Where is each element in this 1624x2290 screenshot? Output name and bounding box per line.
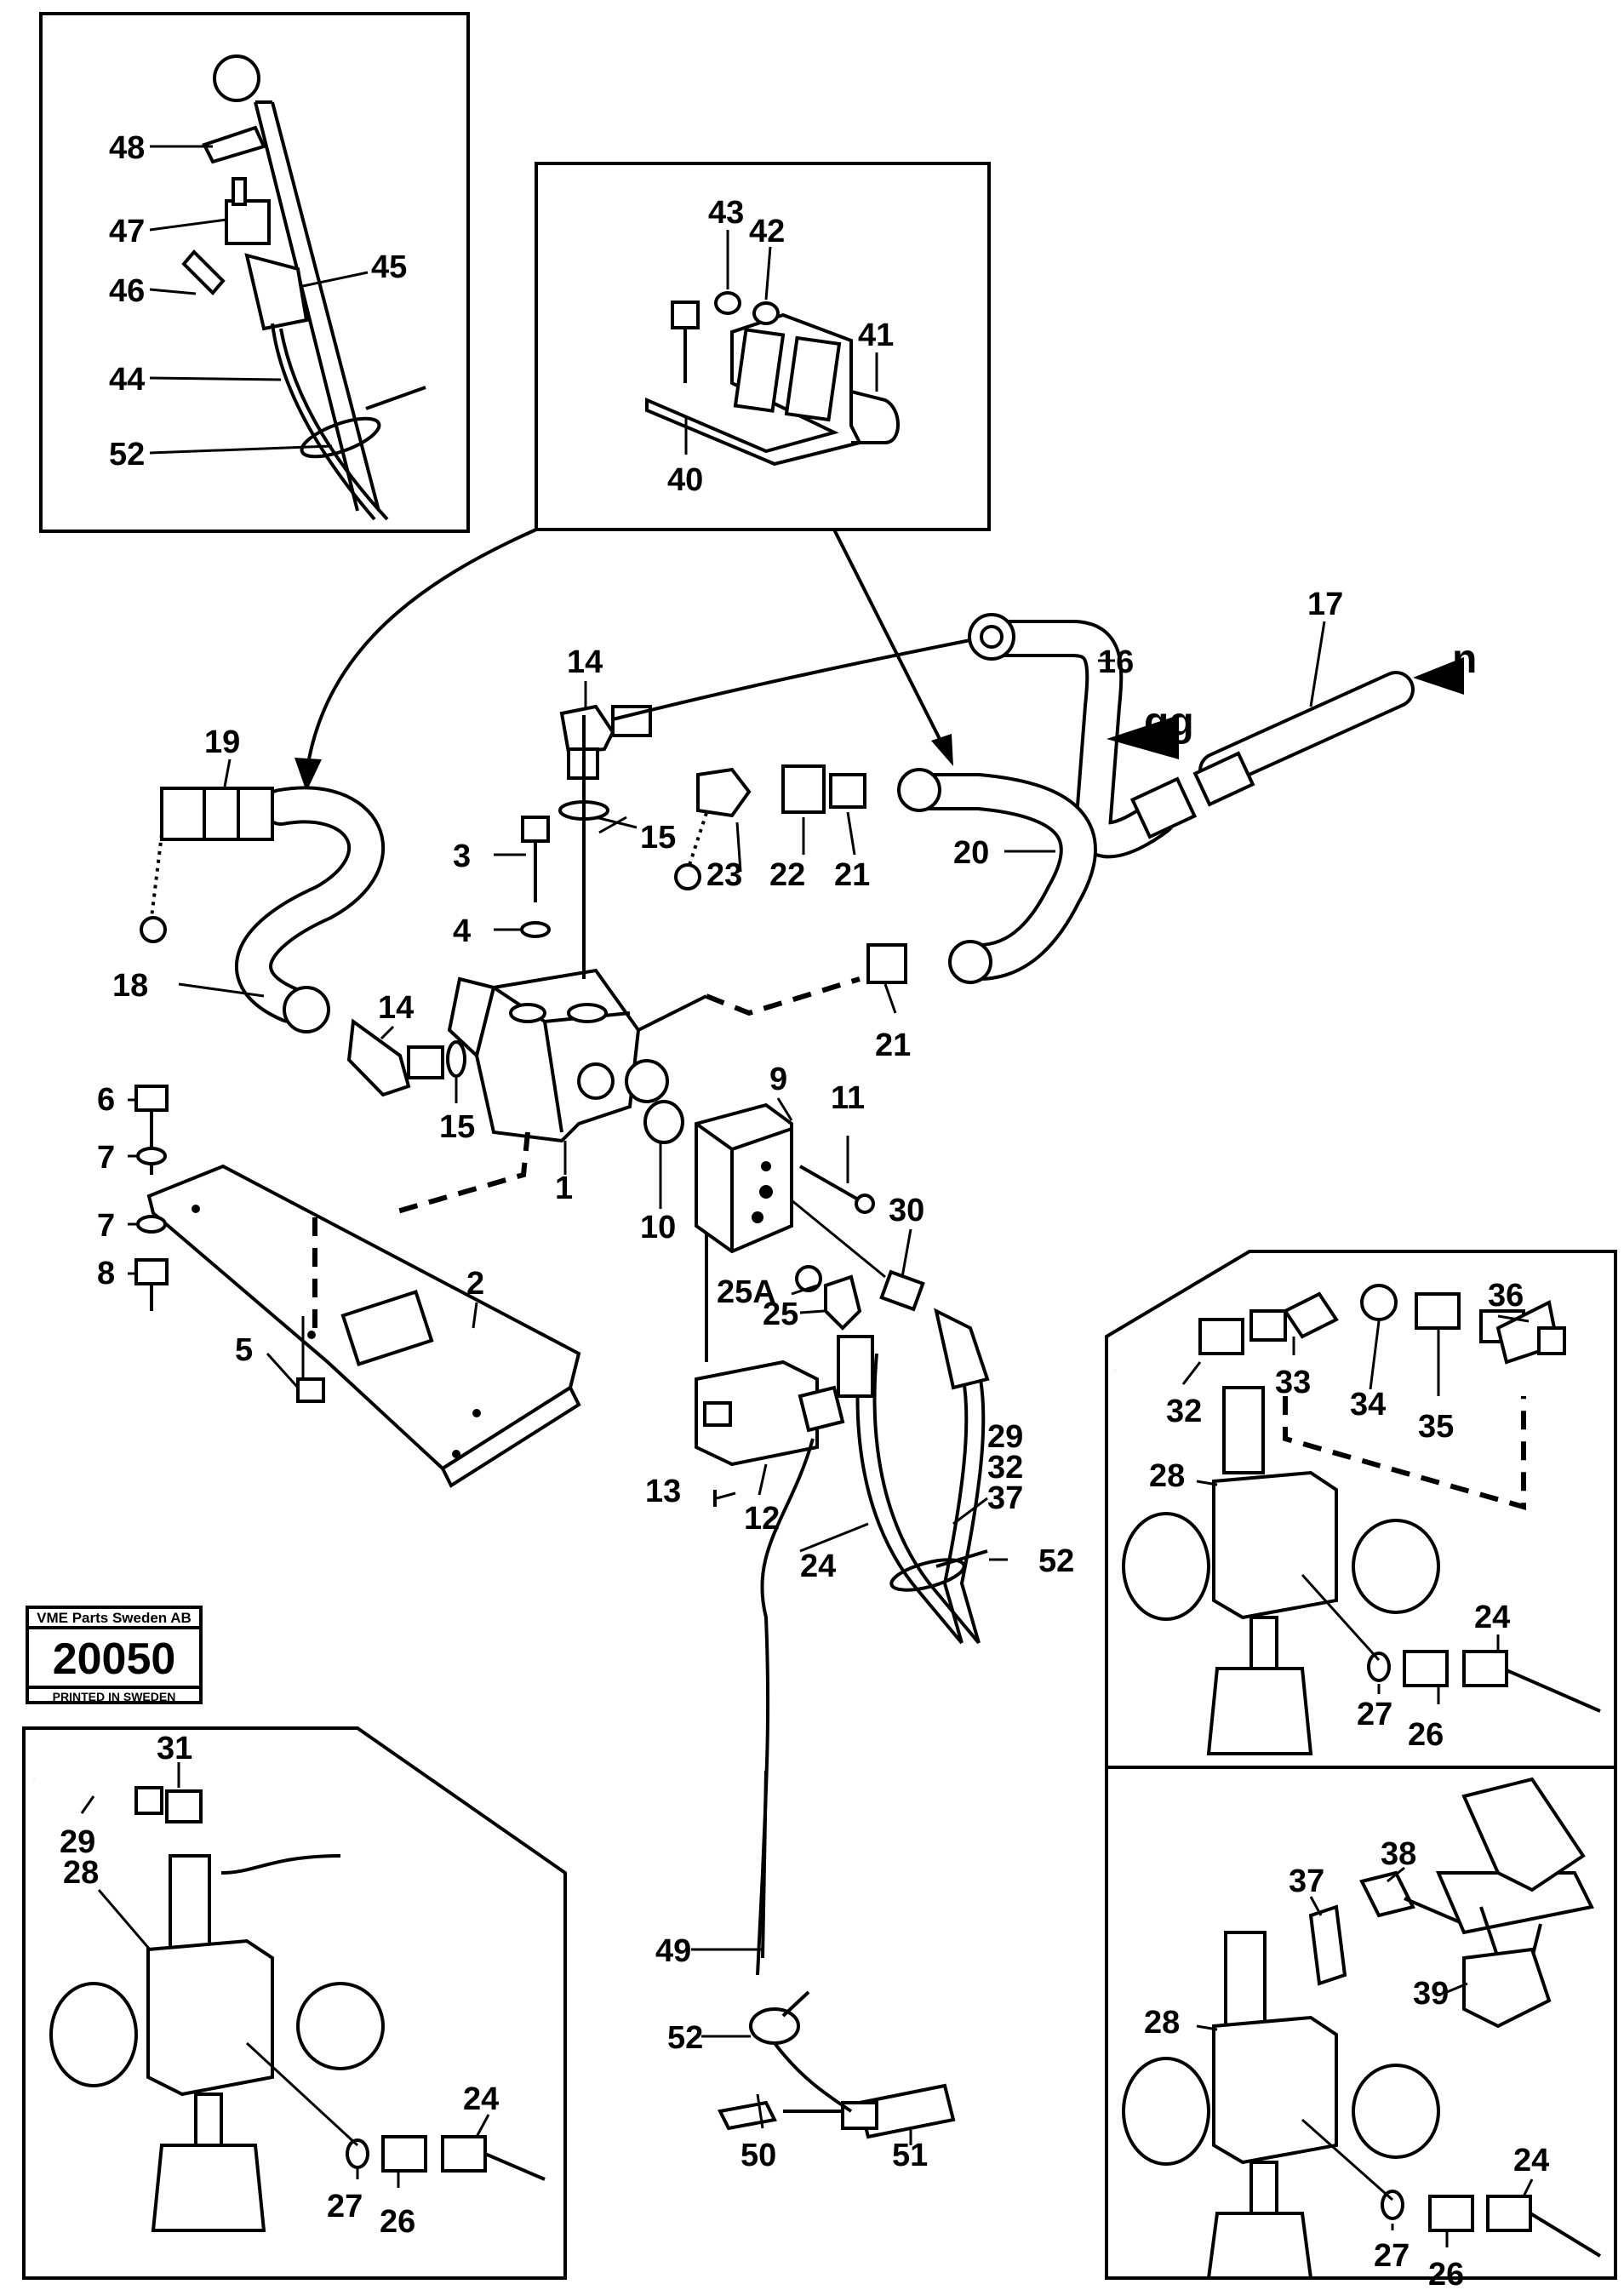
detail-box-switch: 48 47 46 44 52 45: [39, 12, 470, 533]
label-27-lower: 27: [327, 2189, 363, 2224]
label-28-rm: 28: [1149, 1458, 1185, 1494]
label-5: 5: [235, 1332, 253, 1368]
label-12: 12: [744, 1501, 780, 1537]
label-25a: 25A: [717, 1274, 776, 1310]
label-37-rl: 37: [1289, 1863, 1324, 1899]
label-27-rm: 27: [1357, 1697, 1392, 1732]
label-29-main: 29: [987, 1419, 1023, 1455]
label-19: 19: [204, 724, 240, 760]
label-20: 20: [953, 835, 989, 871]
label-25: 25: [763, 1297, 798, 1332]
label-4: 4: [453, 913, 471, 949]
stamp-printed: PRINTED IN SWEDEN: [53, 1690, 176, 1703]
label-27-rl: 27: [1374, 2238, 1410, 2274]
stamp-company: VME Parts Sweden AB: [37, 1610, 192, 1626]
label-24-rl: 24: [1513, 2143, 1549, 2178]
label-44: 44: [109, 362, 145, 398]
label-14-mid: 14: [378, 990, 414, 1026]
label-32-rm: 32: [1166, 1394, 1202, 1429]
detail-box-valve-left: 31 29 28 24 27 26: [22, 1726, 567, 2280]
label-26-rm: 26: [1408, 1717, 1444, 1753]
label-51: 51: [892, 2138, 928, 2173]
label-43: 43: [708, 195, 744, 231]
label-6: 6: [97, 1082, 115, 1118]
label-35: 35: [1418, 1409, 1454, 1445]
label-17: 17: [1307, 587, 1343, 622]
label-47: 47: [109, 214, 145, 249]
label-46: 46: [109, 273, 145, 309]
label-9: 9: [769, 1062, 787, 1097]
label-30: 30: [889, 1193, 924, 1228]
label-36: 36: [1488, 1278, 1524, 1314]
main-assembly: 14 19 16 17 gg n 15 3 23 22 21 20 4 18 1…: [97, 587, 1477, 2173]
detail-box-valve-pedal: 38 37 39 28 24 27 26: [1105, 1766, 1617, 2290]
label-40: 40: [667, 462, 703, 498]
label-34: 34: [1350, 1387, 1386, 1423]
label-28-rl: 28: [1144, 2005, 1180, 2041]
label-29-lower: 29: [60, 1824, 95, 1860]
label-15-mid: 15: [439, 1109, 475, 1145]
label-42: 42: [749, 214, 785, 249]
parts-stamp: VME Parts Sweden AB 20050 PRINTED IN SWE…: [26, 1606, 203, 1704]
label-8: 8: [97, 1256, 115, 1291]
label-48: 48: [109, 130, 145, 166]
label-52-low: 52: [667, 2020, 703, 2056]
label-11: 11: [831, 1080, 865, 1116]
label-50: 50: [741, 2138, 776, 2173]
detail-box-bracket: 43 42 41 40: [535, 162, 991, 531]
label-39: 39: [1413, 1976, 1449, 2012]
detail-box-valve-right-mid: 36 32 33 34 35 28 24 27 26: [1105, 1250, 1617, 1769]
label-24-rm: 24: [1474, 1600, 1510, 1635]
label-32-main: 32: [987, 1450, 1023, 1486]
label-37-main: 37: [987, 1480, 1023, 1516]
label-31: 31: [157, 1731, 192, 1766]
label-22: 22: [769, 857, 805, 893]
label-n: n: [1452, 637, 1477, 682]
label-1: 1: [555, 1171, 573, 1206]
label-49: 49: [655, 1933, 691, 1969]
label-16: 16: [1098, 644, 1134, 680]
label-23: 23: [706, 857, 742, 893]
label-21-mid: 21: [875, 1028, 911, 1063]
label-26-rl: 26: [1428, 2257, 1464, 2290]
label-24-lower: 24: [463, 2081, 499, 2117]
stamp-number: 20050: [53, 1634, 176, 1684]
label-33: 33: [1275, 1365, 1311, 1400]
label-38: 38: [1381, 1836, 1416, 1872]
label-13: 13: [645, 1474, 681, 1509]
label-gg: gg: [1144, 700, 1194, 745]
label-18: 18: [112, 968, 148, 1004]
label-24-main: 24: [800, 1549, 836, 1584]
label-28-lower: 28: [63, 1855, 99, 1891]
label-3: 3: [453, 839, 471, 874]
label-14-top: 14: [567, 644, 603, 680]
label-10: 10: [640, 1210, 676, 1245]
label-2: 2: [466, 1266, 484, 1302]
label-15-top: 15: [640, 820, 676, 856]
label-26-lower: 26: [380, 2204, 415, 2240]
label-21-top: 21: [834, 857, 870, 893]
label-45: 45: [371, 249, 407, 285]
label-7a: 7: [97, 1140, 115, 1176]
label-41: 41: [858, 318, 894, 353]
label-7b: 7: [97, 1208, 115, 1244]
label-52-main: 52: [1038, 1543, 1074, 1579]
label-52: 52: [109, 437, 145, 472]
